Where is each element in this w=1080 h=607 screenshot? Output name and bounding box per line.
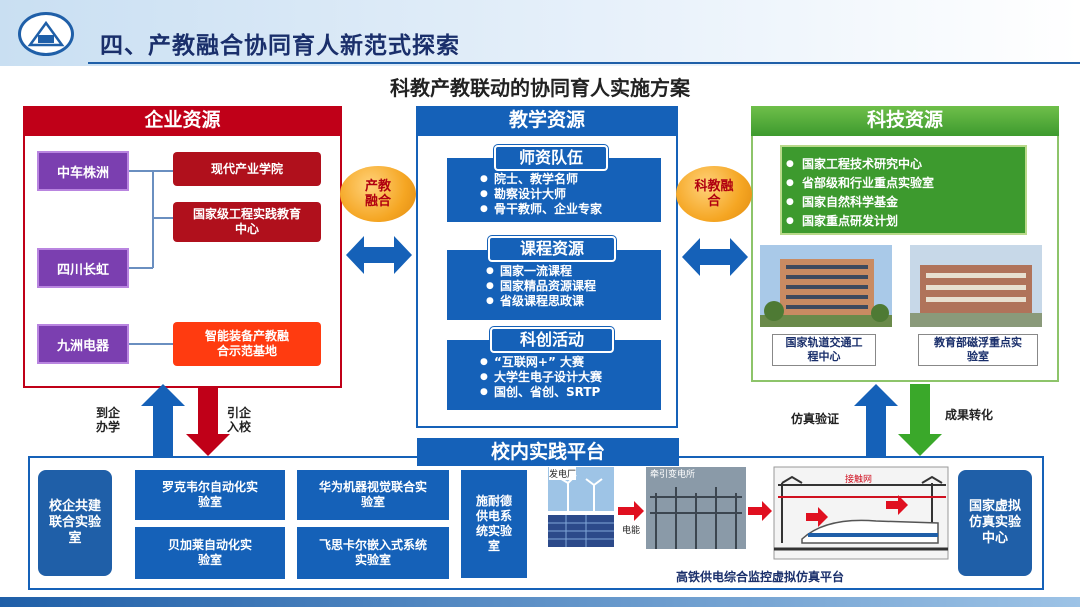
header-band: [0, 0, 1080, 66]
company-jiuzhou: 九洲电器: [37, 324, 129, 364]
rockwell-lab: 罗克韦尔自动化实验室: [135, 470, 285, 520]
energy-tag: 电能: [622, 526, 641, 536]
joint-lab-label: 校企共建联合实验室: [38, 470, 112, 576]
into-school-label: 引企入校: [226, 406, 251, 434]
arrow-up-to-enterprise: [141, 384, 185, 456]
science-education-integration-circle: 科教融合: [676, 166, 752, 222]
course-list: 国家一流课程 国家精品资源课程 省级课程思政课: [484, 264, 660, 309]
sim-verify-label: 仿真验证: [790, 412, 839, 426]
company-changhong: 四川长虹: [37, 248, 129, 288]
enterprise-title: 企业资源: [23, 106, 342, 136]
to-enterprise-label: 到企办学: [95, 406, 120, 434]
arrow-down-into-school: [186, 386, 230, 456]
right-double-arrow: [682, 238, 748, 276]
engineering-practice-center: 国家级工程实践教育中心: [173, 202, 321, 242]
practice-title: 校内实践平台: [417, 438, 679, 466]
science-item: 国家工程技术研究中心: [782, 155, 1025, 174]
bernecker-lab: 贝加莱自动化实验室: [135, 527, 285, 579]
maglev-lab-building-photo: [910, 245, 1042, 327]
modern-industry-college: 现代产业学院: [173, 152, 321, 186]
faculty-item: 勘察设计大师: [478, 187, 658, 202]
achievement-label: 成果转化: [944, 408, 993, 422]
science-list-panel: 国家工程技术研究中心 省部级和行业重点实验室 国家自然科学基金 国家重点研发计划: [780, 145, 1027, 235]
page-title: 四、产教融合协同育人新范式探索: [100, 33, 460, 59]
header-rule: [88, 62, 1080, 64]
left-double-arrow: [346, 236, 412, 274]
science-item: 国家重点研发计划: [782, 212, 1025, 231]
freescale-lab: 飞思卡尔嵌入式系统实验室: [297, 527, 449, 579]
faculty-item: 骨干教师、企业专家: [478, 202, 658, 217]
company-crrc-zhuzhou: 中车株洲: [37, 151, 129, 191]
schneider-lab: 施耐德供电系统实验室: [461, 470, 527, 578]
arrow-up-sim-verify: [854, 384, 898, 456]
course-item: 省级课程思政课: [484, 294, 660, 309]
innovation-item: 大学生电子设计大赛: [478, 370, 660, 385]
university-logo: [18, 12, 74, 56]
virtual-sim-center-label: 国家虚拟仿真实验中心: [958, 470, 1032, 576]
sim-platform-caption: 高铁供电综合监控虚拟仿真平台: [675, 570, 844, 584]
footer-band: [0, 597, 1080, 607]
huawei-lab: 华为机器视觉联合实验室: [297, 470, 449, 520]
innovation-list: “互联网+” 大赛 大学生电子设计大赛 国创、省创、SRTP: [478, 355, 660, 400]
maglev-lab-label: 教育部磁浮重点实验室: [918, 334, 1038, 366]
innovation-item: 国创、省创、SRTP: [478, 385, 660, 400]
teaching-title: 教学资源: [416, 106, 678, 136]
faculty-item: 院士、教学名师: [478, 172, 658, 187]
industry-education-integration-circle: 产教融合: [340, 166, 416, 222]
innovation-title: 科创活动: [490, 327, 614, 353]
innovation-item: “互联网+” 大赛: [478, 355, 660, 370]
diagram-subtitle: 科教产教联动的协同育人实施方案: [390, 76, 690, 100]
course-title: 课程资源: [488, 236, 616, 262]
course-item: 国家精品资源课程: [484, 279, 660, 294]
science-title: 科技资源: [751, 106, 1059, 136]
faculty-list: 院士、教学名师 勘察设计大师 骨干教师、企业专家: [478, 172, 658, 217]
hsr-power-sim-illustration: [548, 466, 949, 560]
course-item: 国家一流课程: [484, 264, 660, 279]
catenary-tag: 接触网: [845, 475, 873, 485]
substation-tag: 牵引变电所: [650, 470, 696, 480]
smart-equipment-base: 智能装备产教融合示范基地: [173, 322, 321, 366]
rail-center-label: 国家轨道交通工程中心: [772, 334, 876, 366]
rail-center-building-photo: [760, 245, 892, 327]
science-item: 省部级和行业重点实验室: [782, 174, 1025, 193]
arrow-down-achievement: [898, 384, 942, 456]
faculty-title: 师资队伍: [494, 145, 608, 171]
science-item: 国家自然科学基金: [782, 193, 1025, 212]
power-plant-tag: 发电厂: [549, 467, 577, 480]
